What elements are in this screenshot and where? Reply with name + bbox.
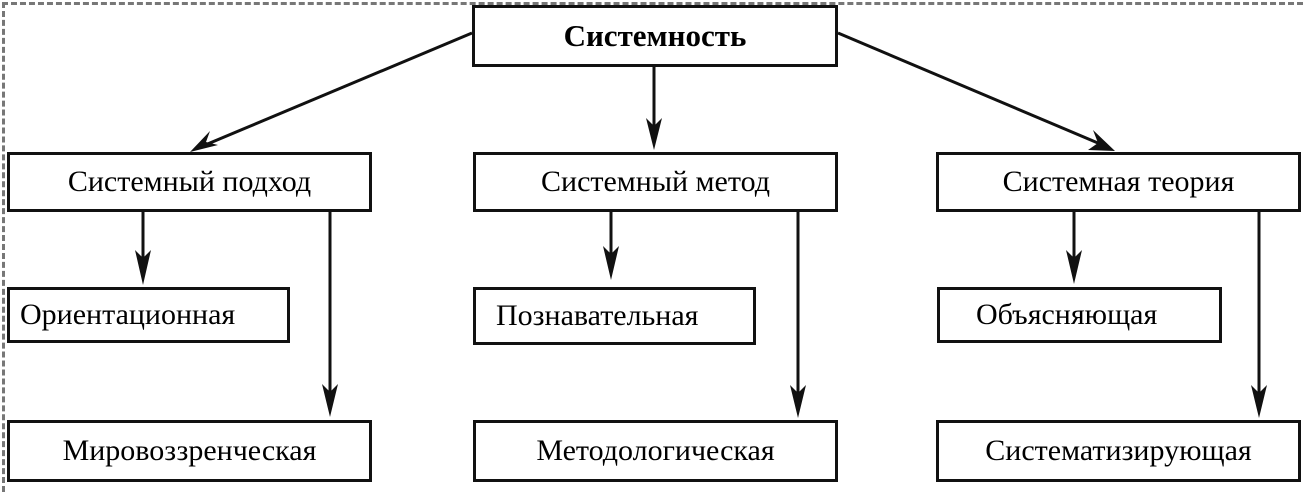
branch-label: Системный подход xyxy=(67,165,312,198)
branch-label: Системный метод xyxy=(541,165,770,198)
child-node-explanatory: Объясняющая xyxy=(937,287,1222,343)
root-node: Системность xyxy=(472,5,838,67)
child-node-systematizing: Систематизирующая xyxy=(936,420,1301,482)
arrow-theory-to-explanatory xyxy=(1066,209,1082,284)
child-node-methodological: Методологическая xyxy=(473,420,838,482)
branch-node-theory: Системная теория xyxy=(936,152,1301,212)
arrow-theory-to-systematizing xyxy=(1251,209,1267,418)
arrow-approach-to-worldview xyxy=(322,209,338,417)
arrow-approach-to-orientational xyxy=(135,209,151,285)
child-label: Методологическая xyxy=(536,434,775,467)
child-label: Ориентационная xyxy=(20,298,236,331)
branch-label: Системная теория xyxy=(1002,165,1235,198)
child-label: Познавательная xyxy=(496,299,699,332)
child-label: Мировоззренческая xyxy=(62,434,317,467)
child-node-worldview: Мировоззренческая xyxy=(7,420,372,482)
arrow-root-to-theory xyxy=(837,31,1115,151)
arrow-root-to-approach xyxy=(190,31,473,152)
arrow-root-to-method xyxy=(646,64,662,150)
child-node-orientational: Ориентационная xyxy=(7,287,290,343)
branch-node-approach: Системный подход xyxy=(7,152,372,212)
branch-node-method: Системный метод xyxy=(473,152,838,212)
root-label: Системность xyxy=(563,18,747,53)
connectors xyxy=(135,31,1267,418)
child-label: Объясняющая xyxy=(976,298,1158,331)
arrow-method-to-methodological xyxy=(790,209,806,418)
arrow-method-to-cognitive xyxy=(603,209,619,280)
child-node-cognitive: Познавательная xyxy=(473,287,756,345)
child-label: Систематизирующая xyxy=(985,434,1252,467)
